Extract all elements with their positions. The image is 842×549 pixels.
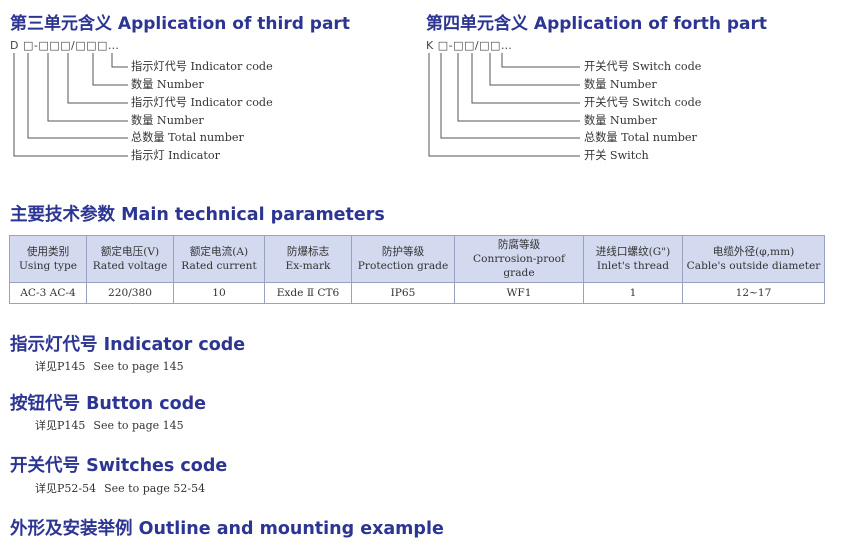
cell-rated-voltage: 220/380	[86, 282, 174, 304]
button-ref-en: See to page 145	[93, 419, 184, 432]
cell-using-type: AC-3 AC-4	[9, 282, 87, 304]
part3-leader-lines	[13, 53, 580, 157]
part3-label-indicator-code-2: 指示灯代号 Indicator code	[131, 60, 273, 73]
part4-label-number-1: 数量 Number	[584, 114, 657, 127]
part4-label-switch-code-2: 开关代号 Switch code	[584, 60, 702, 73]
indicator-ref: 详见P145 See to page 145	[35, 358, 192, 374]
switches-ref: 详见P52-54 See to page 52-54	[35, 480, 213, 496]
params-title: 主要技术参数 Main technical parameters	[10, 205, 385, 225]
switches-title: 开关代号 Switches code	[10, 456, 228, 476]
switches-ref-cn: 详见P52-54	[35, 482, 97, 495]
part4-label-total-number: 总数量 Total number	[584, 131, 697, 144]
cell-cable-diameter: 12~17	[682, 282, 825, 304]
params-value-row: AC-3 AC-4 220/380 10 Exde Ⅱ CT6 IP65 WF1…	[9, 282, 825, 304]
part4-label-number-2: 数量 Number	[584, 78, 657, 91]
header-inlet-thread: 进线口螺纹(G")Inlet's thread	[583, 235, 683, 283]
header-cable-diameter: 电缆外径(φ,mm)Cable's outside diameter	[682, 235, 825, 283]
button-title: 按钮代号 Button code	[10, 394, 206, 414]
part3-label-indicator-code-1: 指示灯代号 Indicator code	[131, 96, 273, 109]
header-rated-current: 额定电流(A)Rated current	[173, 235, 265, 283]
switches-ref-en: See to page 52-54	[104, 482, 206, 495]
button-ref-cn: 详见P145	[35, 419, 86, 432]
part4-label-switch: 开关 Switch	[584, 149, 649, 162]
cell-ex-mark: Exde Ⅱ CT6	[264, 282, 352, 304]
part3-label-total-number: 总数量 Total number	[131, 131, 244, 144]
part4-code: K □-□□/□□…	[426, 39, 513, 52]
part4-title: 第四单元含义 Application of forth part	[426, 14, 768, 34]
part3-label-indicator: 指示灯 Indicator	[131, 149, 220, 162]
header-rated-voltage: 额定电压(V)Rated voltage	[86, 235, 174, 283]
cell-protection-grade: IP65	[351, 282, 455, 304]
cell-rated-current: 10	[173, 282, 265, 304]
indicator-ref-cn: 详见P145	[35, 360, 86, 373]
part3-label-number-2: 数量 Number	[131, 78, 204, 91]
button-ref: 详见P145 See to page 145	[35, 417, 192, 433]
indicator-ref-en: See to page 145	[93, 360, 184, 373]
cell-inlet-thread: 1	[583, 282, 683, 304]
cell-corrosion-grade: WF1	[454, 282, 584, 304]
part3-code: D □-□□□/□□□…	[10, 39, 120, 52]
part3-label-number-1: 数量 Number	[131, 114, 204, 127]
part3-title: 第三单元含义 Application of third part	[10, 14, 350, 34]
outline-title: 外形及安装举例 Outline and mounting example	[10, 519, 444, 539]
part4-label-switch-code-1: 开关代号 Switch code	[584, 96, 702, 109]
indicator-title: 指示灯代号 Indicator code	[10, 335, 246, 355]
